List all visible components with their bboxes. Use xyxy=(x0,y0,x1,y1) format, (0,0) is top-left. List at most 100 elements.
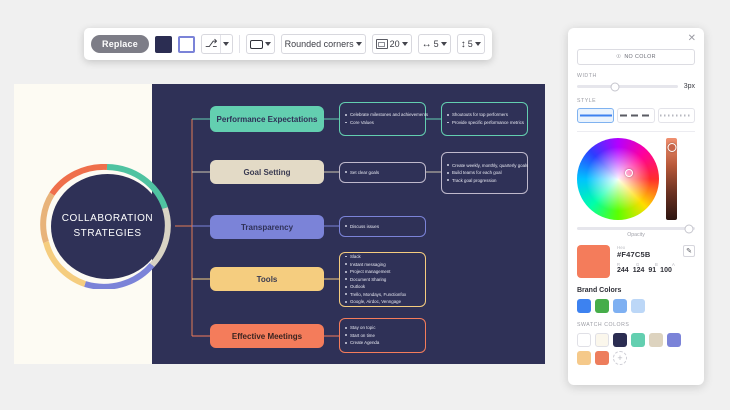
add-swatch-icon[interactable]: + xyxy=(613,351,627,365)
width-slider-knob[interactable] xyxy=(610,82,620,91)
brand-swatch-3[interactable] xyxy=(613,299,627,313)
center-ring-icon xyxy=(40,164,171,289)
no-color-label: NO COLOR xyxy=(624,54,656,60)
g-value[interactable]: 124 xyxy=(632,267,645,274)
detail-node-tools-l2[interactable]: Slack Instant messaging Project manageme… xyxy=(339,252,426,307)
list-item: Document Sharing xyxy=(344,276,406,284)
mindmap-canvas[interactable]: COLLABORATION STRATEGIES Performance Exp… xyxy=(14,84,545,364)
brand-colors-title: Brand Colors xyxy=(577,287,622,294)
outline-color-swatch[interactable] xyxy=(177,35,195,53)
color-picker xyxy=(577,138,695,220)
detail-node-effective-meetings-l2[interactable]: Stay on topic Start on time Create Agend… xyxy=(339,318,426,353)
no-color-icon: ☉ xyxy=(616,54,622,60)
connector-lines xyxy=(175,118,441,337)
brightness-slider-knob[interactable] xyxy=(667,143,676,152)
branch-node-performance-expectations[interactable]: Performance Expectations xyxy=(210,106,324,132)
width-slider[interactable] xyxy=(577,82,678,91)
list-item: Start on time xyxy=(344,332,379,340)
list-item: Instant messaging xyxy=(344,261,406,269)
chevron-down-icon[interactable] xyxy=(264,42,271,46)
list-item: Core Values xyxy=(344,119,428,127)
swatch-colors-title: SWATCH COLORS xyxy=(577,322,630,328)
shape-style-control[interactable] xyxy=(245,34,275,54)
center-title-line2: STRATEGIES xyxy=(73,227,142,239)
style-options xyxy=(577,108,695,123)
rgba-labels: R G B A xyxy=(617,262,695,267)
brand-colors-grid xyxy=(577,299,695,313)
fill-color-swatch[interactable] xyxy=(154,35,172,53)
eyedropper-icon[interactable]: ✎ xyxy=(683,245,695,257)
detail-node-performance-expectations-l3[interactable]: Shoutouts for top performers Provide spe… xyxy=(441,102,528,136)
swatch-8[interactable] xyxy=(595,351,609,365)
no-color-button[interactable]: ☉ NO COLOR xyxy=(577,49,695,65)
chevron-down-icon[interactable] xyxy=(440,42,447,46)
list-item: Provide specific performance metrics xyxy=(446,119,524,127)
paint-bucket-control[interactable]: ⎇ xyxy=(200,34,233,54)
list-item: Track goal progression xyxy=(446,177,528,185)
list-item: Project management xyxy=(344,268,406,276)
list-item: Create weekly, monthly, quarterly goals xyxy=(446,162,528,170)
b-value[interactable]: 91 xyxy=(648,267,657,274)
center-node[interactable]: COLLABORATION STRATEGIES xyxy=(40,164,175,289)
rgba-values: 244 124 91 100 xyxy=(617,267,695,274)
horizontal-arrow-icon: ↔ xyxy=(421,38,432,50)
color-wheel[interactable] xyxy=(577,138,659,220)
swatch-4[interactable] xyxy=(631,333,645,347)
brand-swatch-2[interactable] xyxy=(595,299,609,313)
opacity-slider-knob[interactable] xyxy=(684,224,694,233)
swatch-7[interactable] xyxy=(577,351,591,365)
opacity-slider-row[interactable] xyxy=(577,224,695,233)
shape-toolbar: Replace ⎇ Rounded corners 20 ↔ 5 ↕ 5 xyxy=(84,28,492,60)
height-value: 5 xyxy=(467,39,473,49)
branch-node-goal-setting[interactable]: Goal Setting xyxy=(210,160,324,184)
style-option-dotted[interactable] xyxy=(657,108,695,123)
list-item: Set clear goals xyxy=(344,169,379,177)
branch-node-transparency[interactable]: Transparency xyxy=(210,215,324,239)
a-value[interactable]: 100 xyxy=(660,267,672,274)
width-control[interactable]: ↔ 5 xyxy=(417,34,451,54)
b-label: B xyxy=(655,262,658,267)
corner-style-label: Rounded corners xyxy=(284,39,354,49)
brand-swatch-1[interactable] xyxy=(577,299,591,313)
detail-node-goal-setting-l2[interactable]: Set clear goals xyxy=(339,162,426,183)
r-value[interactable]: 244 xyxy=(617,267,629,274)
detail-node-transparency-l2[interactable]: Discuss issues xyxy=(339,216,426,237)
swatch-5[interactable] xyxy=(649,333,663,347)
list-item: Outlook xyxy=(344,283,406,291)
replace-button[interactable]: Replace xyxy=(91,35,149,53)
a-label: A xyxy=(672,262,675,267)
swatch-1[interactable] xyxy=(577,333,591,347)
chevron-down-icon[interactable] xyxy=(474,42,481,46)
corner-radius-control[interactable]: 20 xyxy=(371,34,412,54)
brightness-slider[interactable] xyxy=(666,138,677,220)
swatch-6[interactable] xyxy=(667,333,681,347)
color-wheel-knob[interactable] xyxy=(624,169,633,178)
chevron-down-icon[interactable] xyxy=(355,42,362,46)
corner-radius-value: 20 xyxy=(389,39,400,49)
branch-node-tools[interactable]: Tools xyxy=(210,267,324,291)
swatch-3[interactable] xyxy=(613,333,627,347)
chevron-down-icon[interactable] xyxy=(222,42,229,46)
style-option-solid[interactable] xyxy=(577,108,615,123)
divider xyxy=(238,35,240,53)
list-item: Trello, Mondays, Functionfox xyxy=(344,291,406,299)
vertical-arrow-icon: ↕ xyxy=(460,38,466,50)
swatch-2[interactable] xyxy=(595,333,609,347)
corner-style-control[interactable]: Rounded corners xyxy=(280,34,366,54)
g-label: G xyxy=(636,262,640,267)
hex-value[interactable]: #F47C5B xyxy=(617,250,651,259)
close-icon[interactable]: ✕ xyxy=(687,33,696,44)
brand-swatch-4[interactable] xyxy=(631,299,645,313)
height-control[interactable]: ↕ 5 xyxy=(456,34,485,54)
detail-node-goal-setting-l3[interactable]: Create weekly, monthly, quarterly goals … xyxy=(441,152,528,194)
color-values: Hex #F47C5B ✎ R G B A 244 124 91 100 xyxy=(577,245,695,278)
dashed-line-icon xyxy=(619,114,652,117)
branch-node-effective-meetings[interactable]: Effective Meetings xyxy=(210,324,324,348)
width-slider-row[interactable]: 3px xyxy=(577,82,695,91)
style-option-dashed[interactable] xyxy=(617,108,655,123)
color-preview-swatch[interactable] xyxy=(577,245,610,278)
width-value: 3px xyxy=(683,83,695,90)
chevron-down-icon[interactable] xyxy=(401,42,408,46)
detail-node-performance-expectations-l2[interactable]: Celebrate milestones and achievements Co… xyxy=(339,102,428,136)
opacity-slider[interactable] xyxy=(577,224,695,233)
